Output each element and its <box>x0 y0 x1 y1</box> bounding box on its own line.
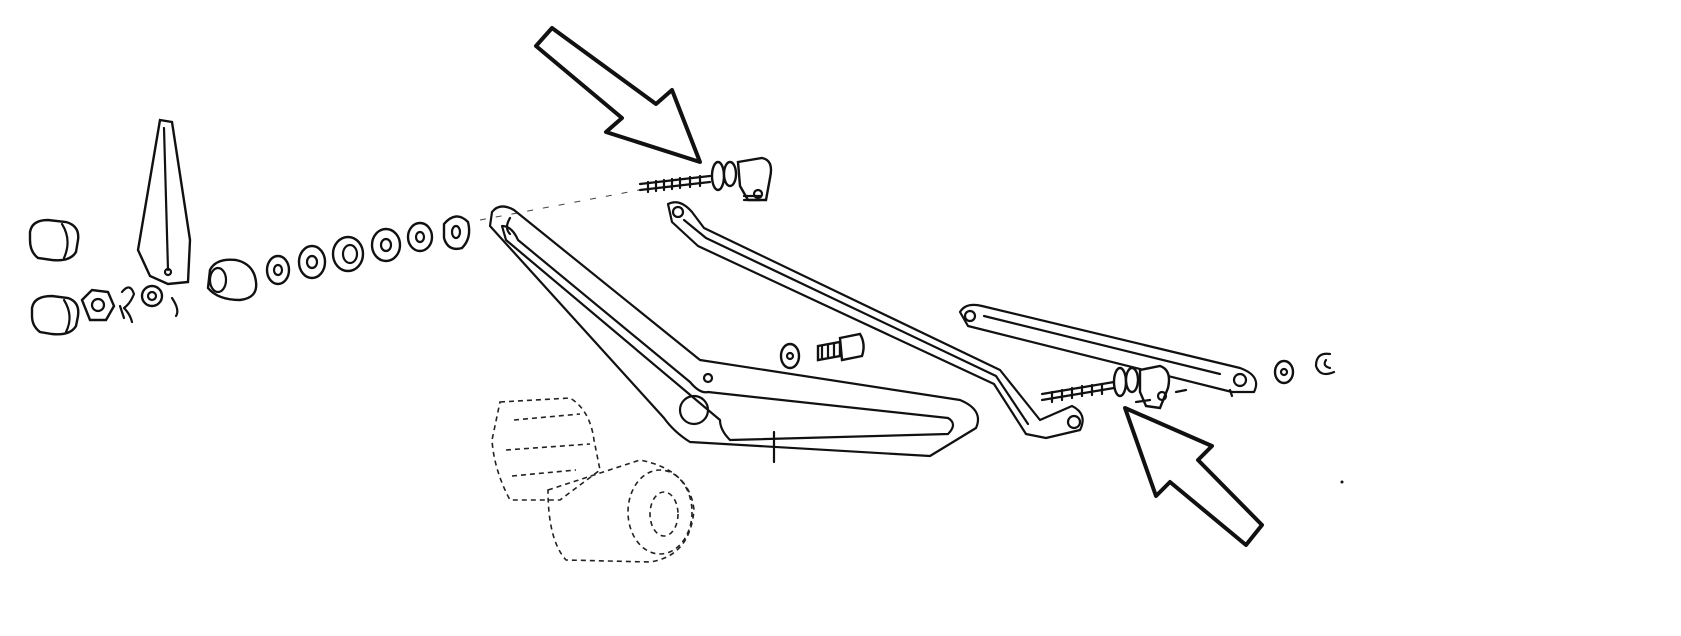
cap-nut-lower <box>30 294 80 336</box>
wiper-arm <box>136 118 192 318</box>
stray-dot <box>1340 480 1344 484</box>
washer-small <box>779 342 801 370</box>
pivot-stud-bottom <box>1040 364 1188 410</box>
spring-clip <box>118 286 136 324</box>
bolt <box>816 332 865 362</box>
wiper-motor-phantom <box>491 397 695 563</box>
link-rod <box>666 201 1084 440</box>
cap-nut-upper <box>28 218 80 262</box>
callout-arrow-bottom <box>1123 406 1264 547</box>
right-link-arm <box>958 303 1258 398</box>
washer-right <box>1273 359 1295 385</box>
assembly-axis-line <box>479 187 651 221</box>
pivot-stud-top <box>638 156 773 202</box>
rubber-bushing <box>206 258 258 302</box>
main-bracket-frame <box>488 205 980 464</box>
washer-stack <box>265 215 471 286</box>
hex-nut <box>80 288 116 322</box>
callout-arrow-top <box>534 26 702 164</box>
retaining-clip-right <box>1314 352 1336 376</box>
